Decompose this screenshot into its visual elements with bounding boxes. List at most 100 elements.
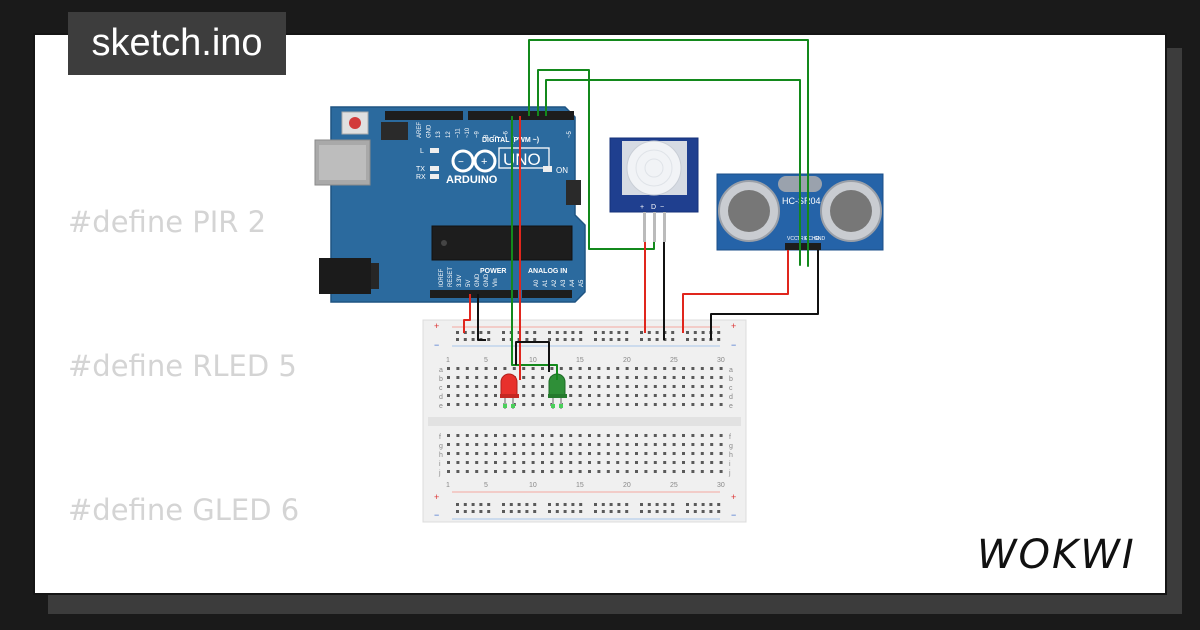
breadboard-hole[interactable] (517, 510, 521, 513)
breadboard-hole[interactable] (606, 461, 610, 464)
breadboard-hole[interactable] (512, 367, 516, 370)
breadboard-hole[interactable] (541, 470, 544, 473)
breadboard-hole[interactable] (550, 470, 554, 473)
breadboard-hole[interactable] (672, 394, 676, 397)
breadboard-hole[interactable] (569, 470, 573, 473)
breadboard-hole[interactable] (447, 394, 450, 397)
breadboard-hole[interactable] (465, 443, 469, 446)
breadboard-hole[interactable] (578, 452, 582, 455)
breadboard-hole[interactable] (709, 503, 713, 506)
breadboard-hole[interactable] (578, 367, 582, 370)
breadboard-hole[interactable] (682, 470, 685, 473)
breadboard-hole[interactable] (588, 443, 591, 446)
breadboard-hole[interactable] (597, 443, 601, 446)
breadboard-hole[interactable] (447, 443, 450, 446)
breadboard-hole[interactable] (578, 394, 582, 397)
wire-pir-signal[interactable] (537, 69, 655, 250)
breadboard-hole[interactable] (588, 403, 591, 406)
breadboard-hole[interactable] (640, 510, 643, 513)
breadboard-hole[interactable] (456, 376, 460, 379)
breadboard-hole[interactable] (691, 385, 695, 388)
breadboard-hole[interactable] (456, 452, 460, 455)
breadboard-hole[interactable] (559, 367, 563, 370)
wire-trig[interactable] (545, 79, 801, 266)
breadboard-hole[interactable] (555, 331, 559, 334)
breadboard-hole[interactable] (522, 376, 526, 379)
breadboard-hole[interactable] (563, 338, 567, 341)
breadboard-hole[interactable] (616, 470, 620, 473)
breadboard-hole[interactable] (691, 376, 695, 379)
breadboard-hole[interactable] (465, 452, 469, 455)
breadboard-hole[interactable] (588, 470, 591, 473)
breadboard-hole[interactable] (475, 367, 479, 370)
breadboard-hole[interactable] (625, 470, 629, 473)
breadboard-hole[interactable] (579, 331, 583, 334)
breadboard-hole[interactable] (456, 503, 459, 506)
breadboard-hole[interactable] (609, 338, 613, 341)
breadboard-hole[interactable] (597, 461, 601, 464)
breadboard-hole[interactable] (625, 376, 629, 379)
breadboard-hole[interactable] (606, 434, 610, 437)
breadboard-hole[interactable] (579, 338, 583, 341)
breadboard-hole[interactable] (625, 452, 629, 455)
wire-echo[interactable] (528, 39, 809, 267)
breadboard-hole[interactable] (541, 385, 544, 388)
breadboard-hole[interactable] (647, 338, 651, 341)
breadboard-hole[interactable] (597, 452, 601, 455)
breadboard-hole[interactable] (559, 443, 563, 446)
breadboard-hole[interactable] (456, 434, 460, 437)
breadboard-hole[interactable] (578, 385, 582, 388)
breadboard-hole[interactable] (571, 503, 575, 506)
breadboard-hole[interactable] (555, 338, 559, 341)
breadboard-hole[interactable] (625, 434, 629, 437)
green-led[interactable] (548, 373, 567, 409)
breadboard-hole[interactable] (671, 503, 675, 506)
breadboard-hole[interactable] (663, 394, 667, 397)
breadboard-hole[interactable] (531, 367, 535, 370)
breadboard-hole[interactable] (512, 461, 516, 464)
breadboard-hole[interactable] (682, 394, 685, 397)
breadboard-hole[interactable] (719, 443, 723, 446)
breadboard-hole[interactable] (548, 510, 551, 513)
breadboard-hole[interactable] (597, 385, 601, 388)
breadboard-hole[interactable] (635, 434, 638, 437)
breadboard-hole[interactable] (578, 434, 582, 437)
breadboard-hole[interactable] (640, 331, 643, 334)
breadboard-hole[interactable] (672, 385, 676, 388)
breadboard-hole[interactable] (701, 331, 705, 334)
breadboard-hole[interactable] (465, 385, 469, 388)
breadboard-hole[interactable] (693, 503, 697, 506)
breadboard-hole[interactable] (601, 338, 605, 341)
breadboard-hole[interactable] (700, 461, 704, 464)
red-led[interactable] (500, 373, 519, 409)
breadboard-hole[interactable] (609, 510, 613, 513)
breadboard-hole[interactable] (691, 394, 695, 397)
breadboard-hole[interactable] (709, 510, 713, 513)
breadboard-hole[interactable] (559, 434, 563, 437)
breadboard-hole[interactable] (691, 434, 695, 437)
breadboard-hole[interactable] (494, 385, 497, 388)
breadboard-hole[interactable] (533, 510, 537, 513)
breadboard-hole[interactable] (640, 503, 643, 506)
breadboard-hole[interactable] (475, 461, 479, 464)
breadboard-hole[interactable] (663, 367, 667, 370)
breadboard-hole[interactable] (606, 403, 610, 406)
breadboard-hole[interactable] (475, 470, 479, 473)
breadboard-hole[interactable] (484, 443, 488, 446)
breadboard-hole[interactable] (700, 403, 704, 406)
breadboard-hole[interactable] (447, 461, 450, 464)
breadboard-hole[interactable] (484, 470, 488, 473)
breadboard-hole[interactable] (635, 367, 638, 370)
breadboard-hole[interactable] (686, 331, 689, 334)
breadboard-hole[interactable] (597, 403, 601, 406)
breadboard-hole[interactable] (563, 503, 567, 506)
breadboard-hole[interactable] (606, 452, 610, 455)
breadboard-hole[interactable] (682, 443, 685, 446)
breadboard-hole[interactable] (494, 367, 497, 370)
breadboard-hole[interactable] (512, 434, 516, 437)
breadboard-hole[interactable] (555, 503, 559, 506)
breadboard-hole[interactable] (456, 443, 460, 446)
breadboard-hole[interactable] (548, 331, 551, 334)
breadboard-hole[interactable] (578, 461, 582, 464)
breadboard-hole[interactable] (710, 443, 714, 446)
